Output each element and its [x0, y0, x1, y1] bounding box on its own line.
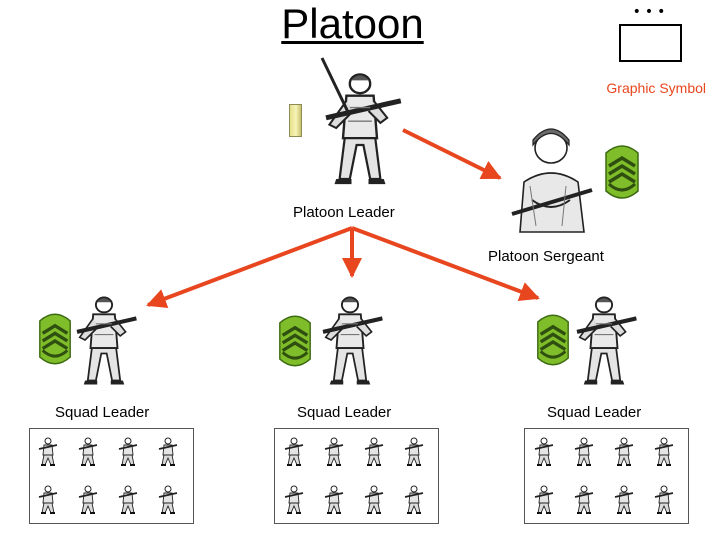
arrow-leader-to-squad-3 — [351, 226, 540, 302]
graphic-symbol-label: Graphic Symbol — [606, 80, 706, 96]
squad-leader-1-soldier-icon — [77, 297, 136, 384]
squad-leader-2-chevrons-icon — [278, 314, 312, 368]
squad-leader-1-chevrons-icon — [38, 312, 72, 366]
squad-leader-label-1: Squad Leader — [55, 404, 150, 421]
squad-leader-2-soldier-icon — [323, 297, 382, 384]
arrow-leader-to-squad-1 — [146, 226, 353, 308]
squad-1-members — [38, 437, 178, 514]
squad-leader-label-2: Squad Leader — [297, 404, 392, 421]
squad-leader-3-chevrons-icon — [536, 313, 570, 367]
platoon-sergeant-chevrons-icon — [604, 144, 640, 200]
rifle-icon — [320, 57, 350, 113]
squad-leader-label-3: Squad Leader — [547, 404, 642, 421]
arrow-leader-to-sergeant — [402, 128, 502, 180]
squad-2-members — [284, 437, 424, 514]
platoon-symbol-dots: ••• — [632, 4, 670, 20]
platoon-sergeant-label: Platoon Sergeant — [488, 248, 604, 265]
squad-3-members — [534, 437, 674, 514]
platoon-graphic-symbol — [619, 24, 682, 62]
squad-leader-3-soldier-icon — [577, 297, 636, 384]
page-title: Platoon — [281, 0, 424, 47]
lieutenant-bar-icon — [289, 104, 302, 137]
platoon-sergeant-soldier-icon — [511, 128, 593, 233]
platoon-leader-label: Platoon Leader — [293, 204, 395, 221]
